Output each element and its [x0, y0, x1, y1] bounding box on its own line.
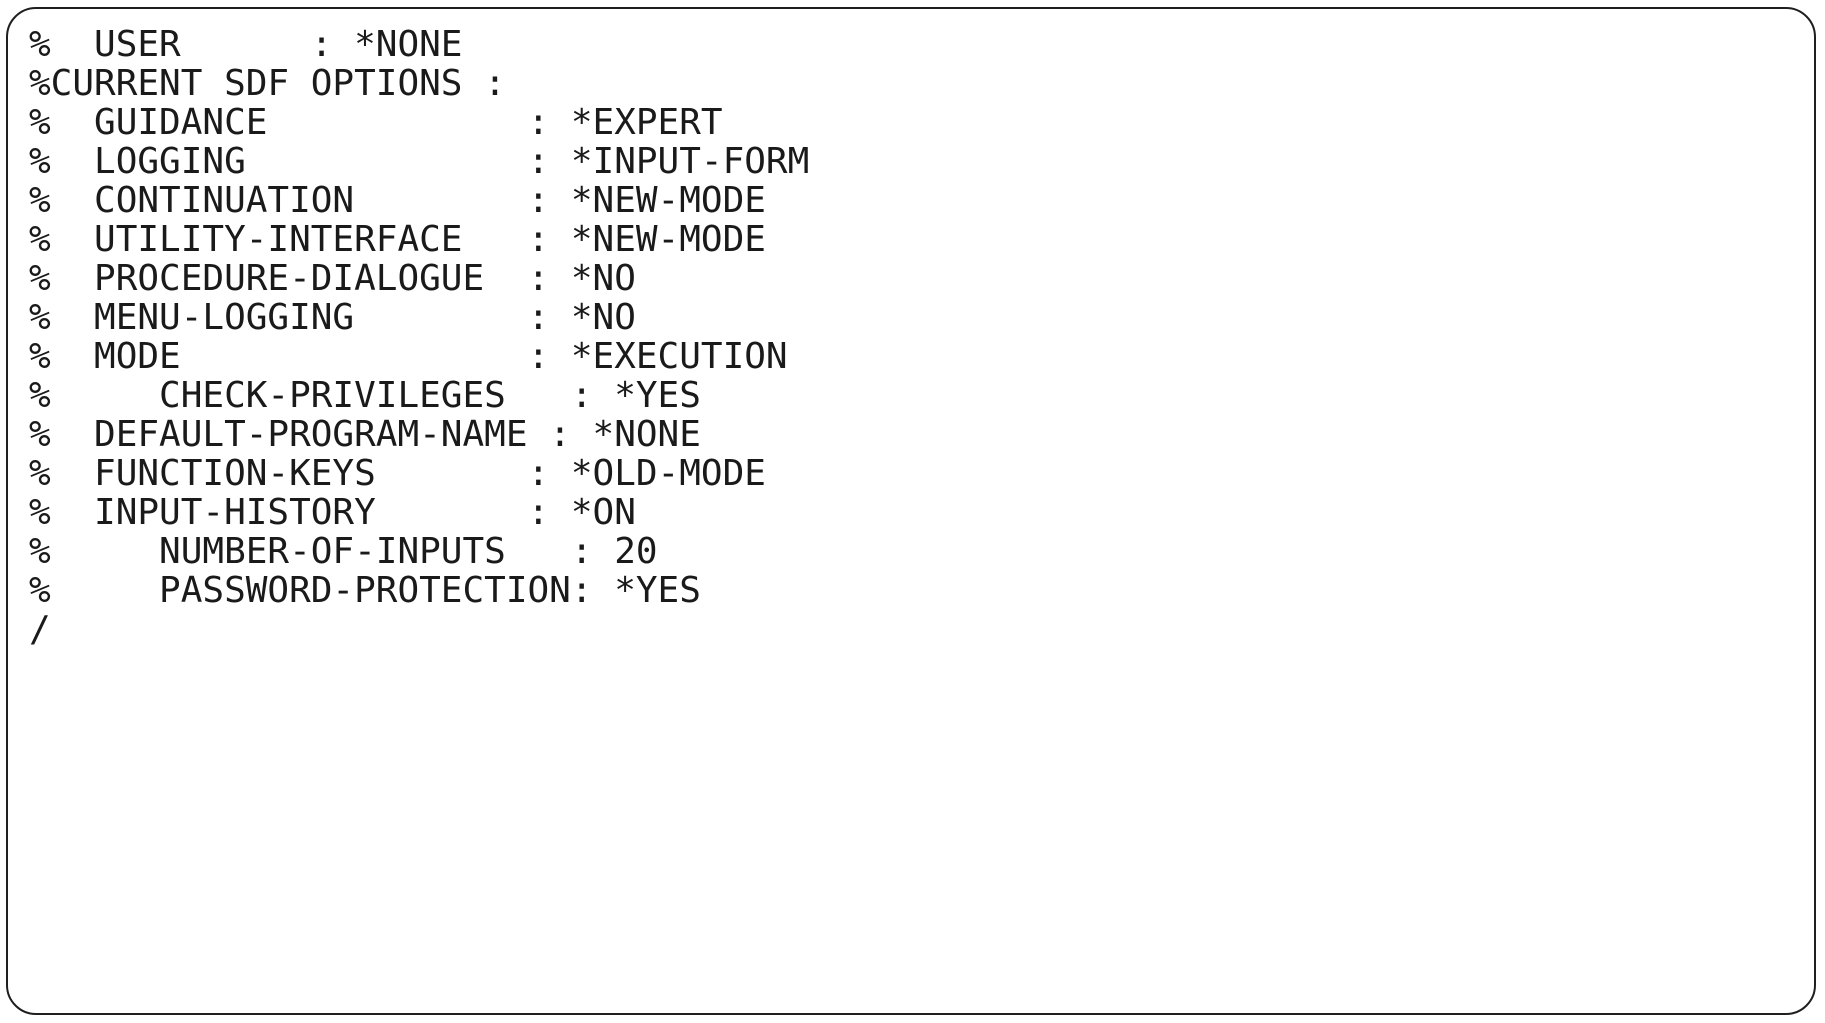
output-line-continuation: % CONTINUATION : *NEW-MODE	[29, 180, 766, 221]
output-line-guidance: % GUIDANCE : *EXPERT	[29, 102, 723, 143]
output-line-procedure-dialogue: % PROCEDURE-DIALOGUE : *NO	[29, 258, 636, 299]
output-line-logging: % LOGGING : *INPUT-FORM	[29, 141, 810, 182]
output-line-function-keys: % FUNCTION-KEYS : *OLD-MODE	[29, 453, 766, 494]
output-line-user: % USER : *NONE	[29, 24, 463, 65]
output-line-input-history: % INPUT-HISTORY : *ON	[29, 492, 636, 533]
terminal-output: % USER : *NONE %CURRENT SDF OPTIONS : % …	[29, 25, 809, 649]
output-line-default-program-name: % DEFAULT-PROGRAM-NAME : *NONE	[29, 414, 701, 455]
terminal-window[interactable]: % USER : *NONE %CURRENT SDF OPTIONS : % …	[6, 7, 1816, 1015]
output-line-mode: % MODE : *EXECUTION	[29, 336, 788, 377]
output-line-current-sdf-options: %CURRENT SDF OPTIONS :	[29, 63, 506, 104]
output-line-number-of-inputs: % NUMBER-OF-INPUTS : 20	[29, 531, 658, 572]
output-line-check-privileges: % CHECK-PRIVILEGES : *YES	[29, 375, 701, 416]
output-line-menu-logging: % MENU-LOGGING : *NO	[29, 297, 636, 338]
output-line-utility-interface: % UTILITY-INTERFACE : *NEW-MODE	[29, 219, 766, 260]
output-line-password-protection: % PASSWORD-PROTECTION: *YES	[29, 570, 701, 611]
command-prompt[interactable]: /	[29, 609, 51, 650]
